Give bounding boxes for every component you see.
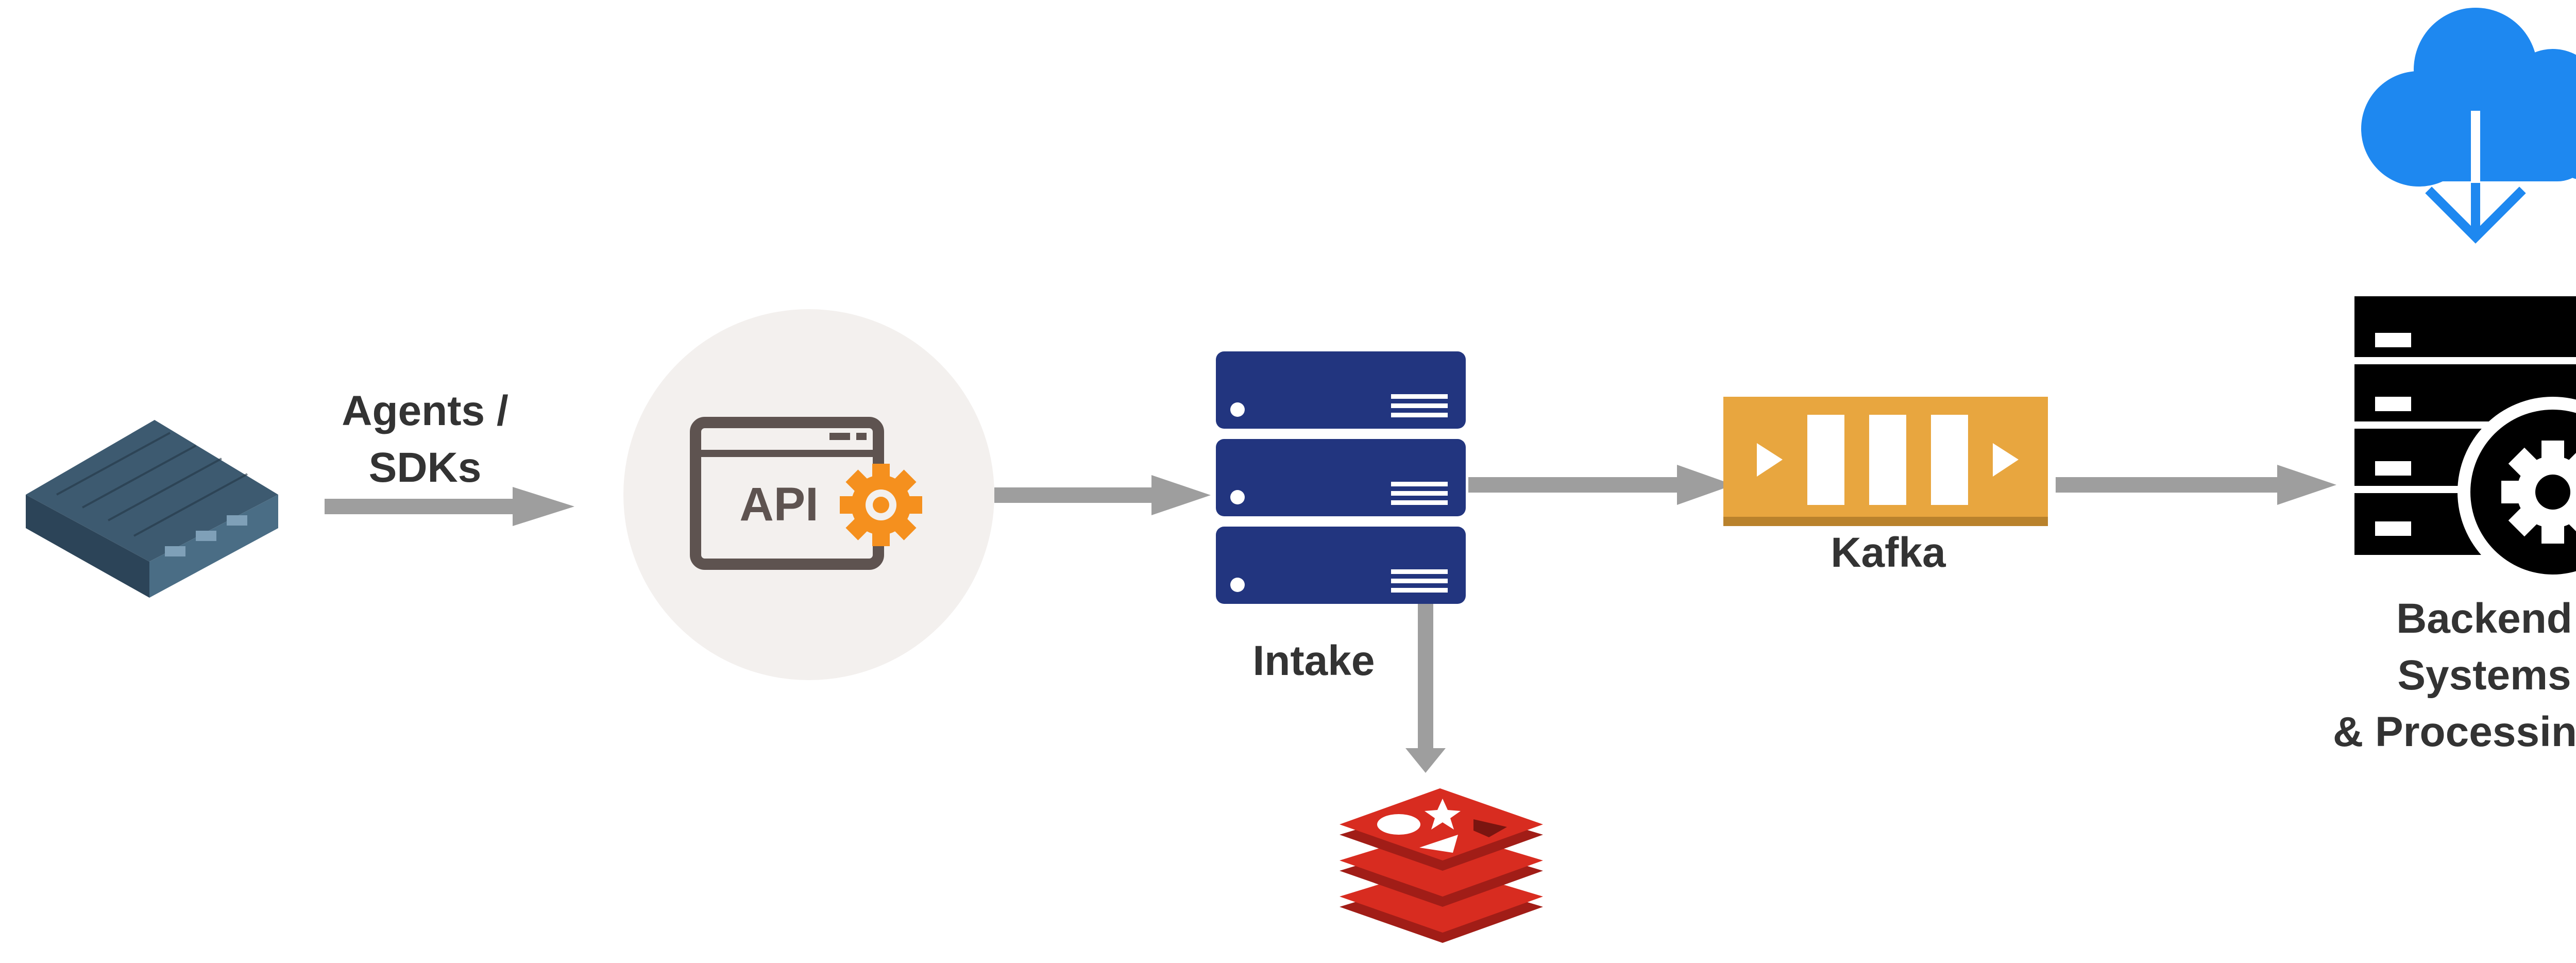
backend-label-line1: Backend [2396,595,2572,642]
api-label: API [739,478,818,531]
backend-label-line3: & Processing [2333,708,2576,755]
cloud-download-icon [2361,8,2576,244]
kafka-label: Kafka [1831,529,1946,576]
arrow-to-redis [1405,604,1446,773]
intake-label: Intake [1253,637,1375,684]
backend-label-line2: Systems [2397,652,2571,699]
api-gear-icon [623,309,994,680]
arrow-to-intake [994,475,1211,515]
arrow-to-backend [2056,465,2336,505]
redis-icon [1340,788,1543,943]
network-appliance-icon [26,420,278,598]
message-queue-icon [1723,397,2048,526]
agents-label-line1: Agents / [342,387,508,434]
agents-label-line2: SDKs [369,444,482,491]
server-stack-icon [1216,351,1466,604]
arrow-to-kafka [1468,465,1734,505]
arrow-to-api [325,487,574,526]
backend-server-gear-icon [2354,296,2576,587]
